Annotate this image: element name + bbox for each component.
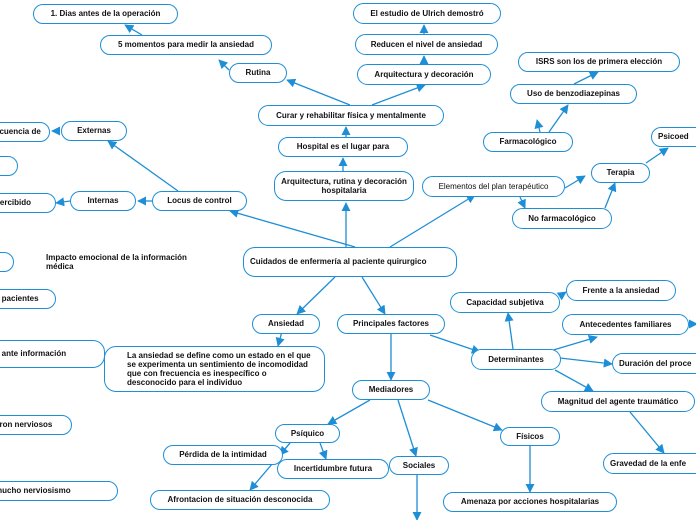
node-ansiedad[interactable]: Ansiedad — [252, 314, 320, 334]
node-cinco-momentos[interactable]: 5 momentos para medir la ansiedad — [100, 35, 272, 55]
node-isrs[interactable]: ISRS son los de primera elección — [518, 52, 680, 72]
connector-arrow — [564, 175, 586, 189]
node-root[interactable]: Cuidados de enfermería al paciente quiru… — [243, 247, 457, 277]
connector-arrow — [554, 369, 594, 392]
node-ansiedad-definicion[interactable]: La ansiedad se define como un estado en … — [104, 346, 325, 392]
connector-arrow — [361, 276, 386, 315]
node-arquitectura-rutina[interactable]: Arquitectura, rutina y decoración hospit… — [274, 171, 414, 201]
node-capacidad-subjetiva[interactable]: Capacidad subjetiva — [450, 292, 560, 313]
node-incertidumbre-futura[interactable]: Incertidumbre futura — [277, 459, 389, 479]
connector-arrow — [629, 411, 665, 454]
connector-arrow — [604, 182, 617, 209]
connector-arrow — [318, 442, 328, 460]
node-terapia[interactable]: Terapia — [591, 163, 650, 183]
node-cut-nerviosismo[interactable]: mucho nerviosismo — [0, 481, 118, 501]
node-principales-factores[interactable]: Principales factores — [337, 314, 445, 334]
node-antecedentes-familiares[interactable]: Antecedentes familiares — [562, 314, 689, 335]
node-amenaza-acciones[interactable]: Amenaza por acciones hospitalarias — [443, 492, 617, 512]
node-mediadores[interactable]: Mediadores — [352, 380, 430, 400]
node-cut-pacientes[interactable]: s pacientes — [0, 289, 56, 309]
node-gravedad-cut[interactable]: Gravedad de la enfe — [603, 453, 696, 474]
node-sociales[interactable]: Sociales — [389, 456, 449, 475]
node-arquitectura-decoracion[interactable]: Arquitectura y decoración — [357, 64, 491, 85]
node-farmacologico[interactable]: Farmacológico — [483, 132, 573, 152]
node-rutina[interactable]: Rutina — [229, 63, 287, 83]
node-locus-control[interactable]: Locus de control — [152, 191, 247, 211]
node-cut-frecuencia[interactable]: ecuencia de — [0, 122, 50, 142]
node-externas[interactable]: Externas — [61, 121, 127, 141]
node-internas[interactable]: Internas — [70, 191, 136, 211]
node-perdida-intimidad[interactable]: Pérdida de la intimidad — [163, 445, 283, 465]
node-cut-percibido[interactable]: percibido — [0, 193, 56, 213]
node-frente-ansiedad[interactable]: Frente a la ansiedad — [566, 280, 676, 301]
connector-arrow — [559, 357, 613, 368]
node-fisicos[interactable]: Físicos — [500, 427, 560, 446]
connector-arrow — [397, 399, 418, 457]
node-reducen-ansiedad[interactable]: Reducen el nivel de ansiedad — [355, 34, 498, 55]
node-duracion-cut[interactable]: Duración del proce — [612, 353, 696, 374]
connector-arrow — [645, 147, 669, 164]
node-ulrich[interactable]: El estudio de Ulrich demostró — [353, 3, 501, 24]
connector-arrow — [389, 194, 476, 248]
node-dias-antes[interactable]: 1. Dias antes de la operación — [33, 4, 178, 24]
connector-arrow — [296, 276, 336, 315]
node-hospital-lugar[interactable]: Hospital es el lugar para — [278, 137, 408, 157]
connector-arrow — [517, 196, 526, 209]
connector-arrow — [534, 119, 544, 133]
node-curar[interactable]: Curar y rehabilitar física y mentalmente — [258, 105, 444, 126]
node-psicoeducacion-cut[interactable]: Psicoed — [651, 127, 696, 147]
connector-arrow — [429, 334, 481, 354]
connector-arrow — [327, 399, 371, 425]
connector-arrow — [124, 24, 143, 36]
connector-arrow — [229, 208, 356, 248]
node-cut-d[interactable]: d — [0, 156, 18, 176]
node-no-farmacologico[interactable]: No farmacológico — [512, 208, 612, 229]
connector-arrow — [218, 59, 230, 71]
node-psiquico[interactable]: Psíquico — [275, 424, 340, 443]
node-cut-nerviosos[interactable]: eron nerviosos — [0, 415, 72, 435]
connector-arrow — [504, 312, 514, 350]
connector-arrow — [549, 334, 598, 352]
connector-arrow — [107, 140, 179, 192]
node-benzodiazepinas[interactable]: Uso de benzodiazepinas — [510, 84, 637, 104]
connector-arrow — [55, 197, 71, 207]
connector-arrow — [556, 291, 567, 301]
connector-arrow — [573, 71, 599, 85]
connector-arrow — [249, 442, 291, 491]
node-determinantes[interactable]: Determinantes — [471, 349, 561, 370]
connector-arrow — [371, 83, 426, 106]
node-magnitud-agente[interactable]: Magnitud del agente traumático — [541, 391, 695, 412]
node-cut-informacion[interactable]: a ante información — [0, 340, 105, 368]
connector-arrow — [427, 399, 503, 432]
node-cut-t[interactable]: t- — [0, 252, 14, 272]
node-impacto-emocional[interactable]: Impacto emocional de la información médi… — [46, 252, 187, 271]
connector-arrow — [548, 104, 569, 133]
connector-arrow — [286, 78, 351, 106]
node-afrontacion[interactable]: Afrontacion de situación desconocida — [150, 490, 330, 510]
node-elementos-plan[interactable]: Elementos del plan terapéutico — [422, 176, 565, 197]
